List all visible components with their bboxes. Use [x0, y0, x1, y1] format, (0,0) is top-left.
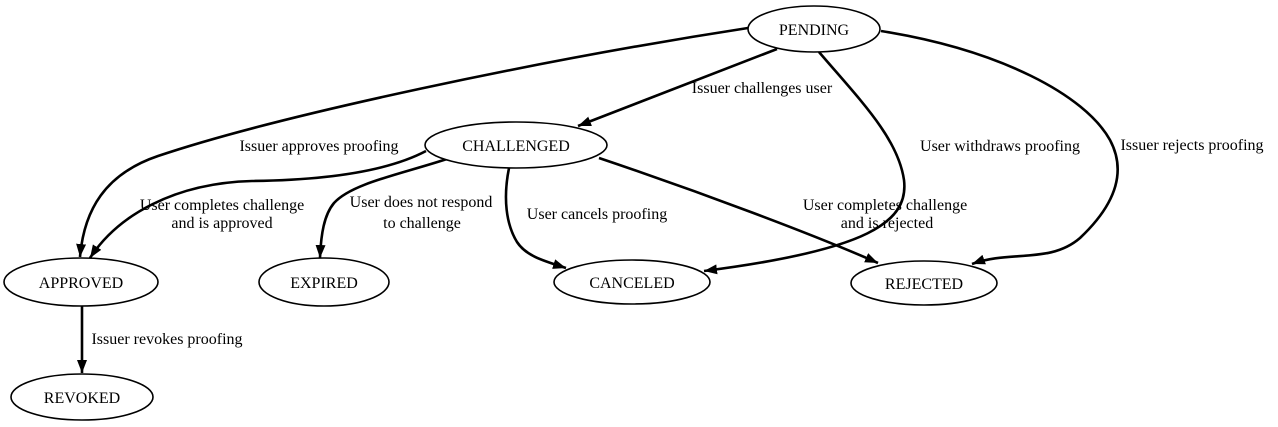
node-canceled: CANCELED [553, 259, 711, 305]
edge-labels: Issuer challenges user Issuer approves p… [91, 80, 1263, 348]
edge-label-completes-challenge-approved-line2: and is approved [171, 215, 272, 232]
node-challenged-ellipse [424, 121, 608, 169]
node-pending: PENDING [747, 5, 881, 53]
node-approved: APPROVED [3, 257, 159, 307]
edge-label-completes-challenge-approved-line1: User completes challenge [140, 197, 304, 214]
edge-label-user-withdraws-proofing: User withdraws proofing [920, 138, 1080, 155]
node-challenged: CHALLENGED [424, 121, 608, 169]
node-pending-label: PENDING [779, 22, 850, 39]
edges [76, 26, 1119, 373]
edge-label-does-not-respond-line1: User does not respond [350, 194, 493, 211]
node-revoked-label: REVOKED [44, 390, 120, 407]
edge-label-does-not-respond-line2: to challenge [383, 215, 461, 232]
node-revoked-ellipse [10, 373, 154, 421]
node-pending-ellipse [747, 5, 881, 53]
edge-label-user-cancels-proofing: User cancels proofing [527, 206, 667, 223]
edge-label-issuer-revokes-proofing: Issuer revokes proofing [91, 331, 242, 348]
node-rejected-label: REJECTED [885, 276, 963, 293]
edge-challenged-approved [88, 149, 427, 259]
nodes: PENDING CHALLENGED APPROVED EXPIRED CANC… [3, 5, 998, 421]
node-approved-ellipse [3, 257, 159, 307]
node-rejected-ellipse [850, 260, 998, 306]
edge-label-completes-challenge-rejected-line2: and is rejected [841, 215, 933, 232]
node-expired-ellipse [258, 257, 390, 307]
edge-pending-approved [76, 26, 749, 258]
edge-challenged-expired [315, 156, 451, 259]
node-expired: EXPIRED [258, 257, 390, 307]
node-challenged-label: CHALLENGED [462, 138, 570, 155]
node-revoked: REVOKED [10, 373, 154, 421]
edge-pending-challenged [577, 47, 778, 128]
edge-pending-canceled [703, 51, 906, 275]
edge-label-issuer-challenges-user: Issuer challenges user [692, 80, 833, 97]
edge-challenged-rejected [598, 156, 879, 265]
node-canceled-label: CANCELED [589, 275, 674, 292]
node-rejected: REJECTED [850, 260, 998, 306]
edge-pending-rejected [880, 29, 1119, 266]
edge-label-issuer-approves-proofing: Issuer approves proofing [239, 138, 398, 155]
node-canceled-ellipse [553, 259, 711, 305]
edge-label-completes-challenge-rejected-line1: User completes challenge [803, 197, 967, 214]
edge-label-issuer-rejects-proofing: Issuer rejects proofing [1120, 137, 1263, 154]
edge-challenged-canceled [504, 167, 567, 270]
node-expired-label: EXPIRED [290, 275, 358, 292]
node-approved-label: APPROVED [39, 275, 123, 292]
